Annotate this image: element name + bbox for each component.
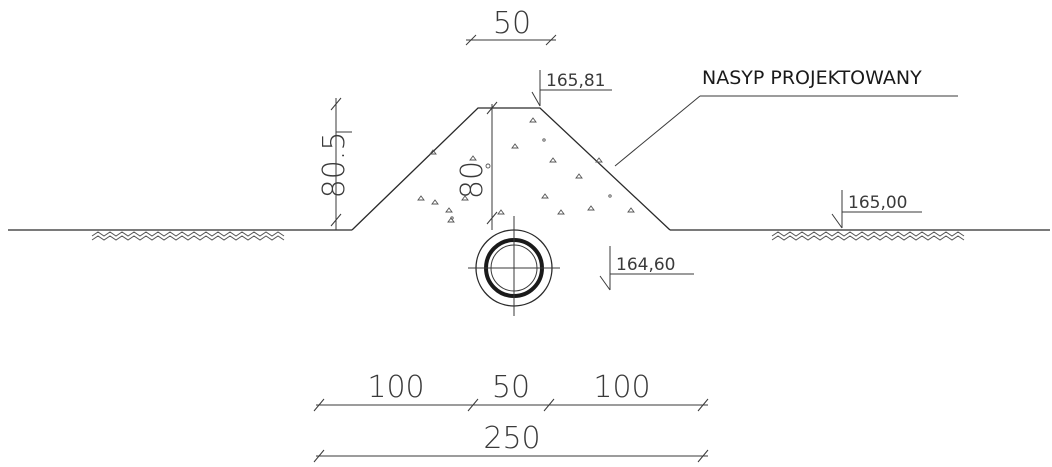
total-dimension bbox=[313, 449, 709, 463]
total-label: 250 bbox=[483, 421, 540, 456]
bottom-middle-label: 50 bbox=[492, 370, 530, 405]
pipe-culvert bbox=[468, 216, 560, 316]
callout-leader bbox=[614, 95, 958, 167]
top-elevation-marker bbox=[531, 70, 612, 107]
inner-height-label: 80 bbox=[455, 161, 490, 199]
outer-height-label: 80.5 bbox=[317, 132, 352, 199]
bottom-dimension-chain bbox=[313, 398, 709, 412]
ground-elevation-label: 165,00 bbox=[848, 193, 907, 213]
callout-label: NASYP PROJEKTOWANY bbox=[702, 67, 922, 89]
pipe-elevation-marker bbox=[599, 246, 694, 291]
ground-hatch-right bbox=[771, 231, 965, 241]
top-elevation-label: 165,81 bbox=[546, 71, 605, 91]
bottom-left-label: 100 bbox=[367, 370, 424, 405]
inner-height-dimension bbox=[486, 101, 498, 230]
bottom-right-label: 100 bbox=[593, 370, 650, 405]
pipe-elevation-label: 164,60 bbox=[616, 255, 675, 275]
top-width-label: 50 bbox=[493, 6, 531, 41]
embankment-outline bbox=[351, 107, 671, 231]
ground-hatch-left bbox=[91, 231, 285, 241]
top-width-dimension bbox=[465, 34, 557, 46]
aggregate-fill bbox=[417, 117, 635, 223]
ground-elevation-marker bbox=[831, 190, 922, 229]
outer-height-dimension bbox=[330, 97, 352, 230]
